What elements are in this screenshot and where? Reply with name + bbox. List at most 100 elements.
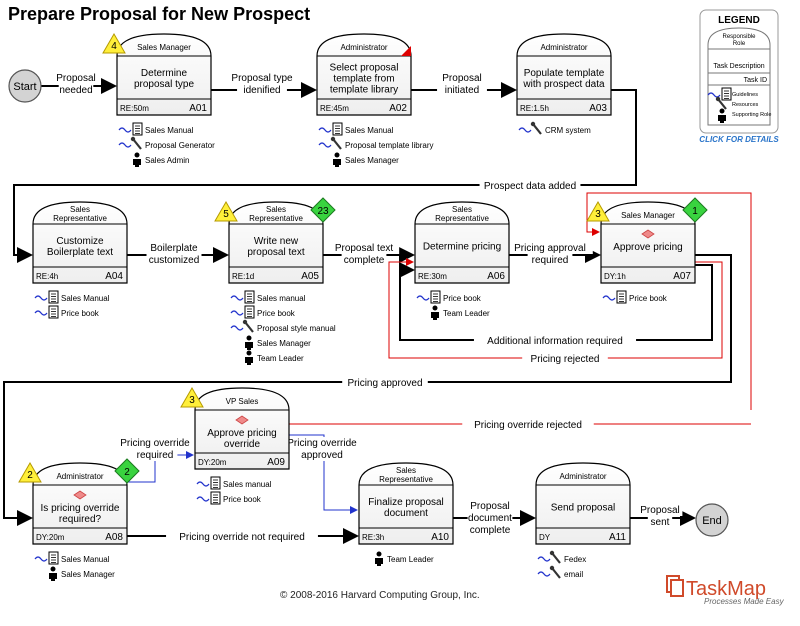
task-role: Representative: [435, 214, 489, 223]
resource-icon: [537, 565, 561, 579]
end-label: End: [702, 515, 722, 527]
flow-label: Pricing rejected: [531, 354, 600, 365]
task-role: Sales: [452, 205, 472, 214]
supporting-role-icon: [718, 108, 726, 123]
guideline-icon: [118, 122, 143, 136]
flow-a03-a04[interactable]: [13, 89, 637, 263]
legend-role: Responsible: [722, 34, 756, 40]
task-description: template from: [333, 74, 394, 85]
flow-label: Proposal text: [335, 243, 394, 254]
flow-label: Proposal: [442, 73, 481, 84]
task-id: A04: [105, 271, 123, 282]
warning-icon[interactable]: 5: [214, 201, 238, 222]
task-description: Customize: [56, 236, 104, 247]
warning-icon[interactable]: 2: [18, 462, 42, 483]
flow-label: customized: [149, 255, 200, 266]
start-node[interactable]: Start: [8, 69, 42, 103]
task-duration: RE:30m: [418, 272, 447, 281]
resource-label: Sales Manager: [345, 156, 399, 165]
task-description: document: [384, 508, 428, 519]
flow-label: sent: [651, 517, 670, 528]
task-role: Sales Manager: [137, 43, 191, 52]
resource-icon: [318, 136, 342, 150]
task-description: Approve pricing: [207, 428, 276, 439]
resource-label: Price book: [443, 294, 482, 303]
flow-label-prospect-data: Prospect data added: [479, 180, 581, 192]
task-id: A07: [673, 271, 691, 282]
resource-label: Sales Manual: [61, 294, 110, 303]
legend-link[interactable]: CLICK FOR DETAILS: [699, 135, 779, 144]
supporting-role-icon: [431, 305, 439, 320]
task-duration: RE:45m: [320, 104, 349, 113]
flow-label-override-not-required: Pricing override not required: [166, 531, 318, 543]
note-corner: [401, 46, 411, 56]
status-badge[interactable]: 1: [682, 197, 708, 223]
task-a04[interactable]: SalesRepresentativeCustomizeBoilerplate …: [32, 201, 128, 319]
resource-icon: [230, 319, 254, 333]
warning-count: 2: [27, 470, 33, 481]
task-description: proposal type: [134, 79, 194, 90]
status-badge[interactable]: 23: [310, 197, 336, 223]
task-duration: RE:1.5h: [520, 104, 549, 113]
flow-override-approved[interactable]: [289, 434, 358, 514]
warning-icon[interactable]: 4: [102, 33, 126, 54]
task-duration: RE:4h: [36, 272, 58, 281]
resource-label: Proposal style manual: [257, 324, 336, 333]
flow-label: Proposal: [470, 501, 509, 512]
flow-label: Pricing override: [120, 438, 190, 449]
warning-icon[interactable]: 3: [180, 387, 204, 408]
end-node[interactable]: End: [695, 503, 729, 537]
task-description: Approve pricing: [613, 242, 682, 253]
guideline-icon: [196, 491, 221, 505]
resource-label: Price book: [223, 495, 262, 504]
flow-label-pricing-rejected: Pricing rejected: [522, 353, 608, 365]
decision-icon: [73, 490, 87, 500]
supporting-role-icon: [49, 566, 57, 581]
resource-label: Team Leader: [387, 555, 434, 564]
task-role: Sales: [266, 205, 286, 214]
flow-label: needed: [59, 85, 92, 96]
task-id: A03: [589, 103, 607, 114]
flow-override-rejected-return[interactable]: [586, 192, 752, 410]
warning-count: 3: [595, 209, 601, 220]
supporting-role-icon: [245, 350, 253, 365]
task-box: [516, 33, 612, 116]
status-badge[interactable]: 2: [114, 458, 140, 484]
page-title: Prepare Proposal for New Prospect: [8, 4, 311, 24]
guideline-icon: [34, 305, 59, 319]
resource-label: Price book: [61, 309, 100, 318]
flow-label: complete: [470, 525, 511, 536]
task-box: [32, 201, 128, 284]
guideline-icon: [318, 122, 343, 136]
flow-label: Proposal: [640, 505, 679, 516]
warning-icon[interactable]: 3: [586, 201, 610, 222]
resource-label: email: [564, 570, 583, 579]
task-role: Sales: [70, 205, 90, 214]
guideline-icon: [230, 290, 255, 304]
task-description: Send proposal: [551, 503, 616, 514]
resource-label: Sales Manual: [345, 126, 394, 135]
task-description: template library: [330, 85, 398, 96]
legend-item: Guidelines: [732, 92, 758, 98]
task-description: override: [224, 439, 261, 450]
resource-label: Price book: [257, 309, 296, 318]
flow-label-override-rejected: Pricing override rejected: [462, 419, 594, 431]
